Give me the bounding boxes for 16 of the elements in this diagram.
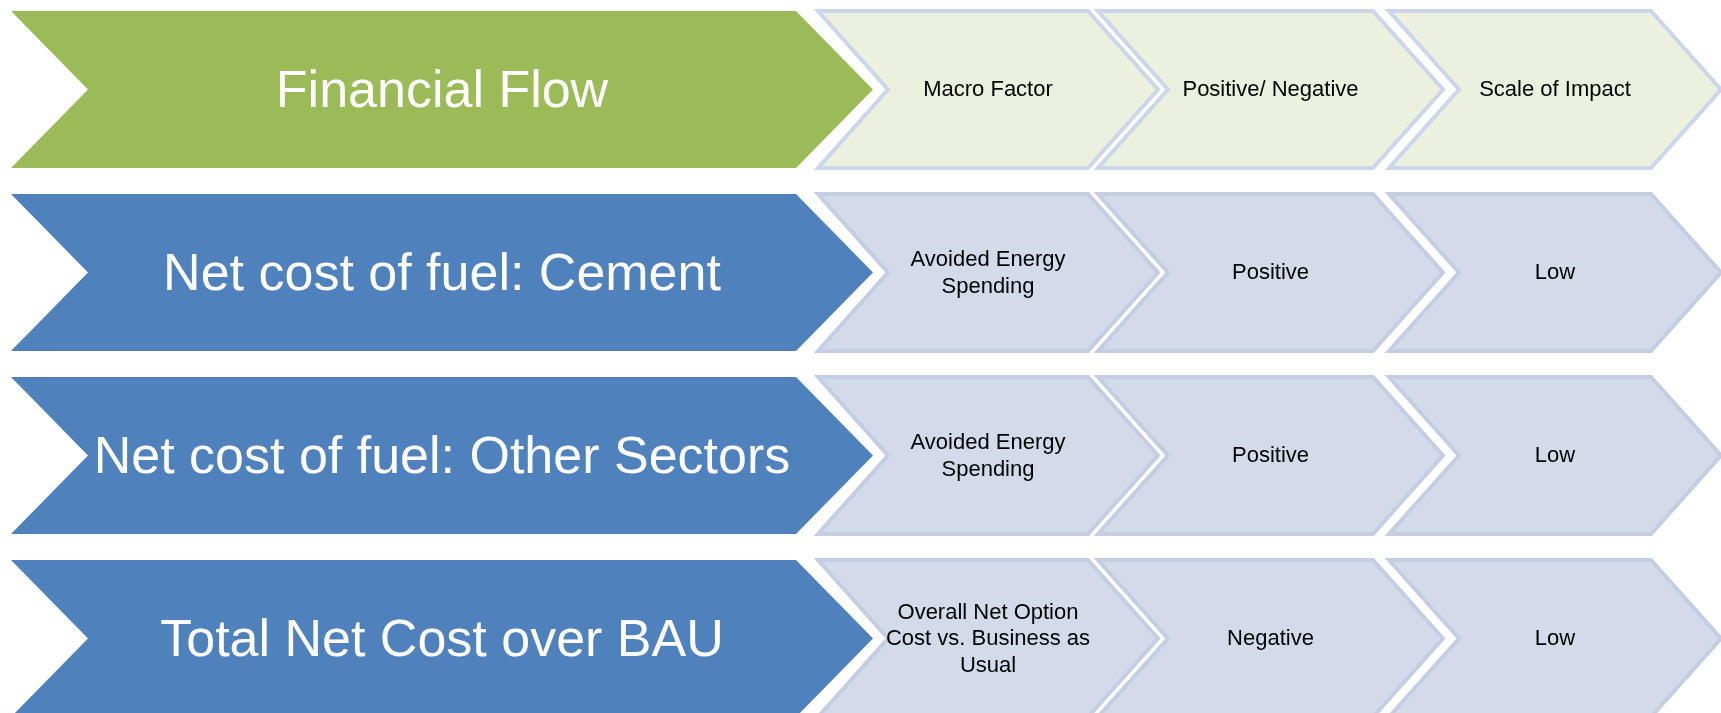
- cell-text: Positive: [1231, 259, 1309, 286]
- cell-text: Negative: [1227, 625, 1314, 652]
- cell-text: Overall Net Option Cost vs. Business as Usual: [884, 598, 1092, 679]
- column-heading: Scale of Impact: [1479, 76, 1631, 103]
- row-heading: Net cost of fuel: Cement: [163, 242, 721, 304]
- cell-text: Low: [1534, 259, 1576, 286]
- cell-text: Avoided Energy Spending: [909, 246, 1067, 299]
- cell-text: Positive: [1231, 442, 1309, 469]
- row-heading: Total Net Cost over BAU: [160, 608, 724, 670]
- column-heading: Positive/ Negative: [1182, 76, 1359, 103]
- row-heading: Net cost of fuel: Other Sectors: [93, 425, 791, 487]
- cell-text: Low: [1534, 625, 1576, 652]
- column-heading: Macro Factor: [923, 76, 1053, 103]
- row-heading: Financial Flow: [275, 59, 609, 121]
- cell-text: Avoided Energy Spending: [909, 429, 1067, 482]
- cell-text: Low: [1534, 442, 1576, 469]
